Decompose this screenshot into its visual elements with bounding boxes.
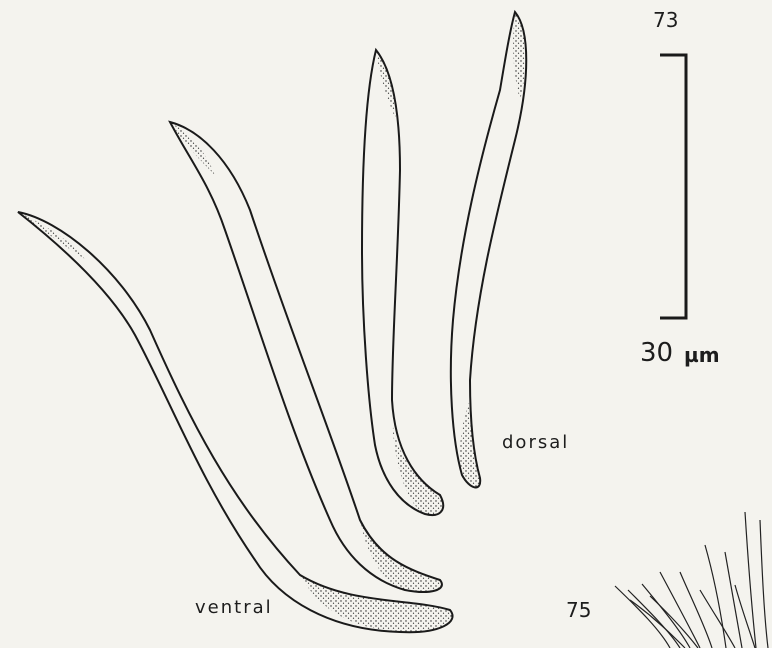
scale-bar-unit: µm xyxy=(684,343,720,367)
scale-bar-value: 30 xyxy=(640,338,673,368)
figure-number-75: 75 xyxy=(566,598,591,622)
figure-number-73: 73 xyxy=(653,8,678,32)
figure-75-partial-drawing xyxy=(615,512,768,648)
label-dorsal: dorsal xyxy=(502,432,569,453)
seta-4-dorsal xyxy=(451,12,526,487)
seta-3 xyxy=(362,50,443,515)
scale-bar xyxy=(660,55,686,318)
seta-2 xyxy=(170,122,442,592)
label-ventral: ventral xyxy=(195,597,273,618)
